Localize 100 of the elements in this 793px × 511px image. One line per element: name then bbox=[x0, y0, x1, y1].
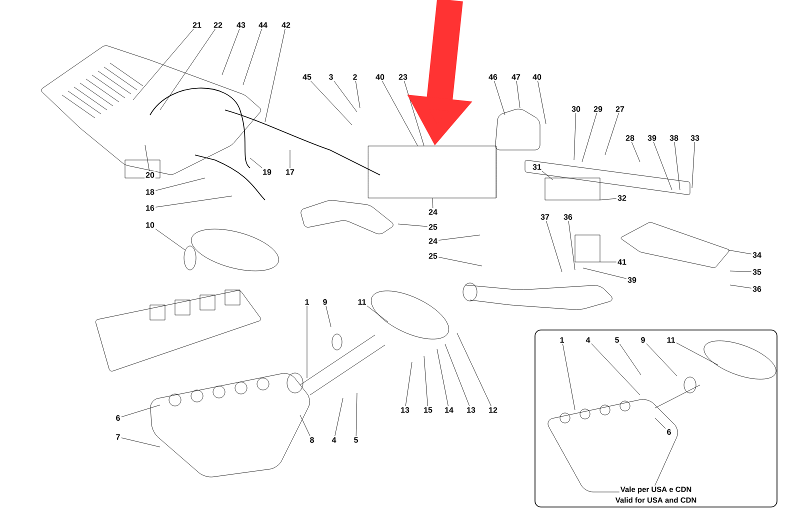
leader-line bbox=[546, 220, 562, 272]
leader-line bbox=[144, 144, 150, 172]
callout-number: 24 bbox=[428, 208, 438, 216]
leader-line bbox=[334, 80, 358, 112]
leader-line bbox=[456, 332, 492, 406]
callout-number: 25 bbox=[428, 223, 438, 231]
callout-number: 35 bbox=[752, 268, 762, 276]
leader-line bbox=[160, 28, 216, 110]
leader-line bbox=[582, 268, 627, 279]
leader-line bbox=[382, 80, 418, 146]
leader-line bbox=[264, 28, 286, 122]
callout-number: 16 bbox=[144, 204, 156, 212]
leader-line bbox=[604, 112, 619, 156]
leader-line bbox=[542, 170, 554, 180]
callout-number: 13 bbox=[466, 406, 476, 414]
callout-number: 19 bbox=[262, 168, 272, 176]
leader-line bbox=[222, 28, 240, 76]
callout-number: 42 bbox=[280, 21, 292, 29]
callout-number: 37 bbox=[540, 213, 550, 221]
callout-number: 21 bbox=[192, 21, 202, 29]
callout-number: 22 bbox=[212, 21, 224, 29]
leader-line bbox=[436, 348, 448, 406]
callout-number: 38 bbox=[668, 134, 680, 142]
leader-line bbox=[438, 234, 480, 240]
callout-number: 46 bbox=[488, 73, 498, 81]
callout-number: 14 bbox=[444, 406, 454, 414]
leader-line bbox=[326, 306, 332, 328]
leader-line bbox=[438, 256, 482, 266]
leader-line bbox=[516, 80, 520, 108]
callout-number: 39 bbox=[646, 134, 658, 142]
leader-line bbox=[155, 178, 206, 191]
leader-line bbox=[132, 28, 194, 100]
callout-number: 12 bbox=[488, 406, 498, 414]
callout-number: 44 bbox=[258, 21, 268, 29]
leader-line bbox=[631, 142, 640, 162]
callout-number: 47 bbox=[510, 73, 522, 81]
callout-number: 36 bbox=[562, 213, 574, 221]
leader-line bbox=[591, 343, 640, 396]
callout-number: 28 bbox=[624, 134, 636, 142]
leader-line bbox=[300, 414, 310, 436]
leader-line bbox=[574, 112, 576, 160]
leader-line bbox=[646, 343, 678, 376]
callout-number: 32 bbox=[616, 194, 628, 202]
callout-number: 27 bbox=[614, 105, 626, 113]
leader-line bbox=[242, 28, 262, 86]
leader-line bbox=[730, 284, 752, 288]
callout-number: 41 bbox=[616, 258, 628, 266]
leader-line bbox=[582, 112, 597, 162]
callout-number: 45 bbox=[302, 73, 312, 81]
leader-line bbox=[728, 250, 752, 254]
callout-number: 11 bbox=[666, 336, 676, 344]
leader-line bbox=[444, 344, 470, 406]
callout-number: 11 bbox=[356, 298, 368, 306]
leader-line bbox=[404, 80, 424, 146]
callout-number: 24 bbox=[428, 237, 438, 245]
callout-number: 31 bbox=[532, 163, 542, 171]
leader-line bbox=[432, 198, 434, 208]
callout-number: 40 bbox=[374, 73, 386, 81]
callout-number: 25 bbox=[428, 252, 438, 260]
leader-line bbox=[568, 220, 576, 270]
callout-number: 33 bbox=[690, 134, 700, 142]
leader-line bbox=[334, 398, 344, 436]
callout-number: 17 bbox=[284, 168, 296, 176]
callout-number: 13 bbox=[400, 406, 410, 414]
callout-number: 20 bbox=[144, 171, 156, 179]
callout-number: 10 bbox=[144, 221, 156, 229]
leader-line bbox=[600, 198, 617, 200]
callout-number: 40 bbox=[532, 73, 542, 81]
leader-line bbox=[155, 196, 232, 208]
leader-line bbox=[250, 158, 262, 168]
callout-number: 23 bbox=[398, 73, 408, 81]
leader-line bbox=[562, 344, 576, 410]
leader-line bbox=[121, 438, 160, 448]
leader-line bbox=[730, 270, 752, 272]
callout-number: 39 bbox=[626, 276, 638, 284]
leader-line bbox=[355, 80, 360, 108]
leader-line bbox=[674, 142, 680, 190]
callout-number: 29 bbox=[592, 105, 604, 113]
leader-line bbox=[155, 228, 186, 250]
leader-line bbox=[366, 306, 388, 322]
callout-number: 30 bbox=[570, 105, 582, 113]
leader-line bbox=[494, 80, 506, 116]
callout-number: 18 bbox=[144, 188, 156, 196]
leader-line bbox=[676, 342, 718, 366]
leader-line bbox=[620, 344, 642, 376]
callout-number: 43 bbox=[236, 21, 246, 29]
leader-line bbox=[310, 80, 352, 126]
leader-line bbox=[306, 306, 308, 378]
leader-line bbox=[405, 362, 412, 406]
leader-line bbox=[356, 392, 358, 436]
leader-line bbox=[398, 224, 428, 227]
callout-number: 15 bbox=[422, 406, 434, 414]
leader-line bbox=[538, 80, 546, 124]
leader-line bbox=[653, 142, 672, 190]
leader-line bbox=[121, 404, 160, 418]
leader-line bbox=[654, 418, 666, 429]
muffler bbox=[368, 146, 496, 198]
callout-number: 36 bbox=[752, 285, 762, 293]
leader-line bbox=[424, 356, 428, 406]
callout-number: 34 bbox=[752, 251, 762, 259]
